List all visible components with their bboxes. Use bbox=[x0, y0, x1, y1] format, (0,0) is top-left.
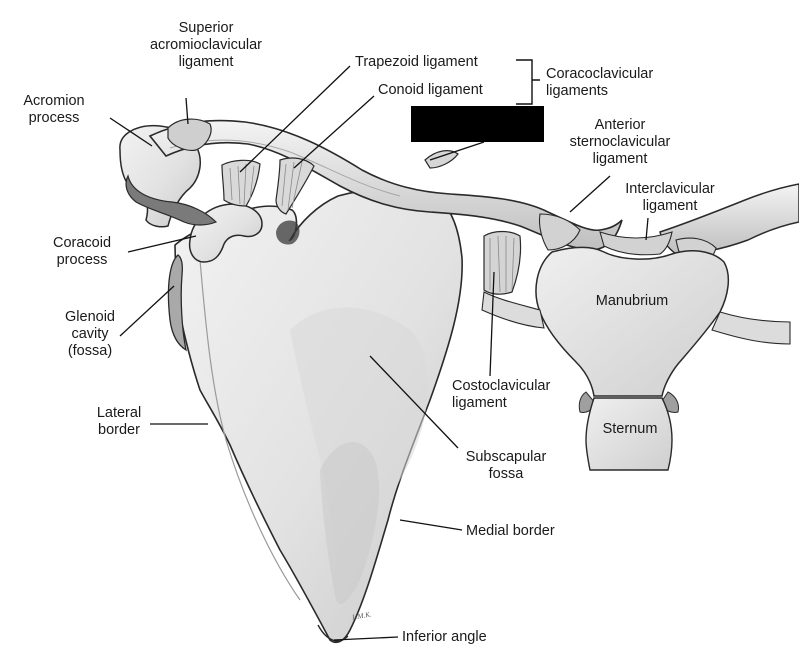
label-trapezoid-ligament: Trapezoid ligament bbox=[355, 54, 478, 70]
label-lateral-border: Lateral border bbox=[96, 405, 142, 438]
label-superior-acromioclavicular-ligament: Superior acromioclavicular ligament bbox=[149, 20, 262, 70]
trapezoid-ligament bbox=[221, 159, 261, 207]
costoclavicular-ligament bbox=[483, 230, 522, 295]
sternum-bones bbox=[481, 246, 791, 471]
clavicle-bone bbox=[148, 119, 623, 251]
ligaments bbox=[167, 118, 717, 295]
inferior-tip bbox=[317, 624, 349, 642]
first-rib-right bbox=[711, 311, 791, 345]
label-manubrium: Manubrium bbox=[595, 293, 669, 309]
label-coracoid-process: Coracoid process bbox=[52, 235, 112, 268]
label-costoclavicular-ligament: Costoclavicular ligament bbox=[452, 378, 551, 411]
coracoclavicular-bracket bbox=[516, 59, 540, 105]
costoclavicular-fibers bbox=[489, 235, 515, 293]
label-anterior-sternoclavicular-ligament: Anterior sternoclavicular ligament bbox=[569, 117, 671, 167]
leader-interclavicular bbox=[645, 217, 649, 241]
label-inferior-angle: Inferior angle bbox=[402, 629, 487, 645]
lateral-ridge bbox=[199, 259, 301, 601]
label-medial-border: Medial border bbox=[466, 523, 555, 539]
label-acromion-process: Acromion process bbox=[23, 93, 85, 126]
label-coracoclavicular-ligaments: Coracoclavicular ligaments bbox=[546, 66, 654, 99]
leader-medial-border bbox=[399, 519, 463, 531]
interclavicular-ligament bbox=[599, 231, 673, 256]
leader-coracoid bbox=[127, 235, 197, 253]
leader-inferior-angle bbox=[333, 636, 399, 641]
leader-costoclavicular bbox=[489, 271, 495, 377]
clavicle bbox=[148, 119, 623, 251]
scapular-notch bbox=[276, 220, 300, 245]
subscapular-shading-2 bbox=[320, 441, 380, 604]
leader-conoid bbox=[293, 95, 375, 169]
conoid-tubercle bbox=[424, 150, 459, 169]
leader-acromion bbox=[109, 117, 153, 147]
leader-lines bbox=[109, 65, 649, 641]
superior-ac-ligament bbox=[167, 118, 212, 151]
label-conoid-ligament: Conoid ligament bbox=[378, 82, 483, 98]
sternum-body-bone bbox=[585, 397, 673, 471]
leader-trapezoid bbox=[239, 65, 351, 173]
label-sternum: Sternum bbox=[602, 421, 658, 437]
conoid-fibers bbox=[281, 161, 303, 211]
label-subscapular-fossa: Subscapular fossa bbox=[465, 449, 547, 482]
trapezoid-fibers bbox=[229, 163, 255, 206]
leader-superior-ac bbox=[185, 97, 189, 125]
scapular-spine-dark bbox=[125, 174, 218, 226]
redacted-label-box bbox=[411, 106, 544, 142]
scapula bbox=[167, 189, 463, 644]
label-glenoid-cavity: Glenoid cavity (fossa) bbox=[65, 309, 115, 359]
leader-subscapular bbox=[369, 355, 459, 449]
leader-glenoid bbox=[119, 285, 175, 337]
glenoid-cavity bbox=[167, 254, 187, 352]
first-rib-left bbox=[481, 291, 545, 329]
anterior-sc-ligament bbox=[538, 213, 581, 251]
manubrium-bone bbox=[535, 246, 730, 397]
leader-anterior-sc bbox=[429, 141, 485, 161]
label-interclavicular-ligament: Interclavicular ligament bbox=[625, 181, 715, 214]
leader-anterior-sc-2 bbox=[569, 175, 611, 213]
